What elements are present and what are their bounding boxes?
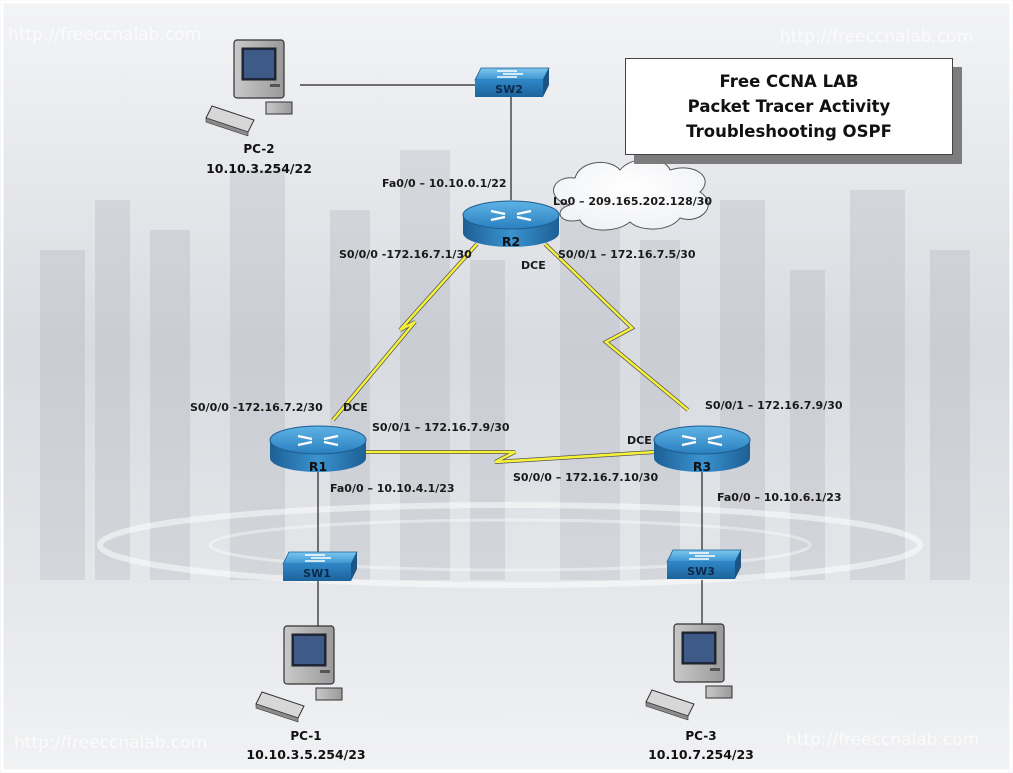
- switch-sw3[interactable]: SW3: [666, 549, 742, 579]
- label-r3-dce: DCE: [627, 434, 652, 447]
- pc-3[interactable]: PC-3 10.10.7.254/23: [645, 623, 754, 762]
- switch-label: SW3: [687, 565, 715, 578]
- interface-labels: Fa0/0 – 10.10.0.1/22 Lo0 – 209.165.202.1…: [190, 177, 843, 504]
- switch-sw1[interactable]: SW1: [282, 551, 358, 581]
- label-r3-fa00: Fa0/0 – 10.10.6.1/23: [717, 491, 842, 504]
- pc-1[interactable]: PC-1 10.10.3.5.254/23: [246, 625, 366, 762]
- ethernet-links: [300, 84, 703, 630]
- label-r1-s000: S0/0/0 -172.16.7.2/30: [190, 401, 323, 414]
- serial-link-r2-r3: [543, 242, 690, 412]
- router-label: R3: [693, 459, 711, 474]
- label-r1-s001: S0/0/1 – 172.16.7.9/30: [372, 421, 510, 434]
- router-label: R2: [502, 234, 520, 249]
- label-r2-s001: S0/0/1 – 172.16.7.5/30: [558, 248, 696, 261]
- title-line-3: Troubleshooting OSPF: [686, 122, 892, 141]
- switch-label: SW1: [303, 567, 331, 580]
- watermark-bottom-left: http://freeccnalab.com: [14, 733, 207, 753]
- computer-icon: [645, 623, 733, 721]
- pc-label: PC-3: [685, 729, 716, 743]
- switch-arrows-icon: [305, 554, 331, 562]
- switch-arrows-icon: [497, 70, 523, 78]
- label-r2-dce: DCE: [521, 259, 546, 272]
- watermark-top-right: http://freeccnalab.com: [780, 27, 973, 47]
- title-line-1: Free CCNA LAB: [719, 72, 859, 91]
- router-arrows-icon: [490, 209, 532, 222]
- serial-link-r1-r3: [362, 450, 656, 464]
- label-r3-s001: S0/0/1 – 172.16.7.9/30: [705, 399, 843, 412]
- pc-label: PC-2: [243, 142, 274, 156]
- label-r2-lo0: Lo0 – 209.165.202.128/30: [553, 195, 712, 208]
- pc-ip: 10.10.3.254/22: [206, 161, 312, 176]
- router-arrows-icon: [681, 434, 723, 447]
- title-line-2: Packet Tracer Activity: [687, 97, 891, 116]
- switch-sw2[interactable]: SW2: [474, 67, 550, 97]
- loopback-cloud: [553, 158, 709, 231]
- serial-links: [331, 242, 690, 464]
- router-r3[interactable]: R3: [653, 425, 751, 474]
- label-r1-fa00: Fa0/0 – 10.10.4.1/23: [330, 482, 455, 495]
- pc-ip: 10.10.3.5.254/23: [246, 747, 365, 762]
- watermark-bottom-right: http://freeccnalab.com: [786, 730, 979, 750]
- computer-icon: [255, 625, 343, 723]
- label-r1-dce: DCE: [343, 401, 368, 414]
- label-r2-s000: S0/0/0 -172.16.7.1/30: [339, 248, 472, 261]
- pc-label: PC-1: [290, 729, 321, 743]
- pc-2[interactable]: PC-2 10.10.3.254/22: [205, 39, 312, 176]
- title-box: Free CCNA LAB Packet Tracer Activity Tro…: [625, 58, 953, 155]
- router-r2[interactable]: R2: [462, 200, 560, 249]
- router-label: R1: [309, 459, 327, 474]
- router-arrows-icon: [297, 434, 339, 447]
- label-r3-s000: S0/0/0 – 172.16.7.10/30: [513, 471, 659, 484]
- switch-label: SW2: [495, 83, 523, 96]
- serial-link-r2-r1: [331, 242, 479, 422]
- label-r2-fa00: Fa0/0 – 10.10.0.1/22: [382, 177, 507, 190]
- router-r1[interactable]: R1: [269, 425, 367, 474]
- watermark-top-left: http://freeccnalab.com: [8, 25, 201, 45]
- computer-icon: [205, 39, 293, 137]
- pc-ip: 10.10.7.254/23: [648, 747, 754, 762]
- switch-arrows-icon: [689, 552, 715, 560]
